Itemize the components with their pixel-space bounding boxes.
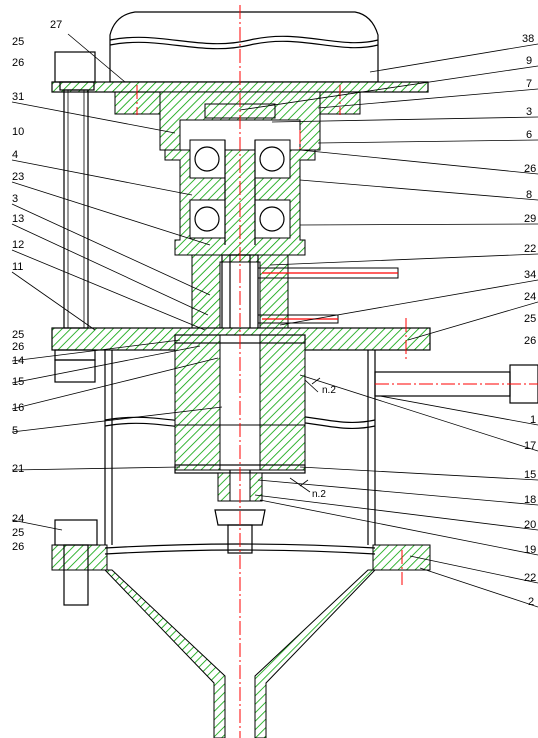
weld-mark-upper: n.2 [322, 385, 336, 396]
callout-label: 31 [12, 91, 24, 103]
callout-label: 23 [12, 171, 24, 183]
callout-label: 9 [526, 55, 532, 67]
callout-label: 11 [12, 261, 23, 273]
callout-label: 25 [12, 36, 24, 48]
callout-label: 13 [12, 213, 24, 225]
callout-label: 15 [524, 469, 536, 481]
callout-label: 26 [524, 163, 536, 175]
weld-mark-lower: n.2 [312, 489, 326, 500]
callout-label: 26 [12, 57, 24, 69]
callout-label: 29 [524, 213, 536, 225]
callout-label: 26 [12, 541, 24, 553]
callout-label: 4 [12, 149, 18, 161]
callout-label: 38 [522, 33, 534, 45]
callout-label: 15 [12, 376, 24, 388]
callout-label: 7 [526, 78, 532, 90]
callout-label: 24 [524, 291, 536, 303]
callout-label: 3 [526, 106, 532, 118]
callout-label: 5 [12, 425, 18, 437]
weld-marks: n.2 n.2 [289, 377, 336, 500]
tank-body [104, 350, 538, 545]
callout-label: 25 [12, 329, 24, 341]
hopper-cone [103, 569, 377, 738]
callout-label: 27 [50, 19, 62, 31]
callout-label: 17 [524, 440, 536, 452]
center-axes [136, 5, 538, 738]
callout-label: 1 [530, 414, 536, 426]
callout-label: 34 [524, 269, 536, 281]
tie-rod [54, 51, 96, 383]
callouts-left: 25 26 27 31 10 4 23 3 13 12 11 25 26 14 … [12, 19, 62, 553]
callout-label: 25 [524, 313, 536, 325]
callout-label: 22 [524, 572, 536, 584]
motor [109, 11, 379, 83]
callout-label: 21 [12, 463, 24, 475]
callout-label: 12 [12, 239, 24, 251]
callout-label: 18 [524, 494, 536, 506]
bearing-housing [164, 139, 316, 256]
bottom-flange [51, 519, 431, 606]
callout-label: 10 [12, 126, 24, 138]
leader-lines [11, 33, 538, 608]
callout-label: 26 [12, 341, 24, 353]
callout-label: 14 [12, 355, 24, 367]
callout-label: 2 [528, 596, 534, 608]
shaft-end [214, 472, 266, 554]
callout-label: 3 [12, 193, 18, 205]
callout-label: 16 [12, 402, 24, 414]
callout-label: 26 [524, 335, 536, 347]
callout-label: 19 [524, 544, 536, 556]
callout-label: 25 [12, 527, 24, 539]
callouts-right: 38 9 7 3 6 26 8 29 22 34 24 25 26 1 17 1… [522, 33, 536, 608]
callout-label: 8 [526, 189, 532, 201]
callout-label: 6 [526, 129, 532, 141]
callout-label: 22 [524, 243, 536, 255]
callout-label: 24 [12, 513, 24, 525]
callout-label: 20 [524, 519, 536, 531]
